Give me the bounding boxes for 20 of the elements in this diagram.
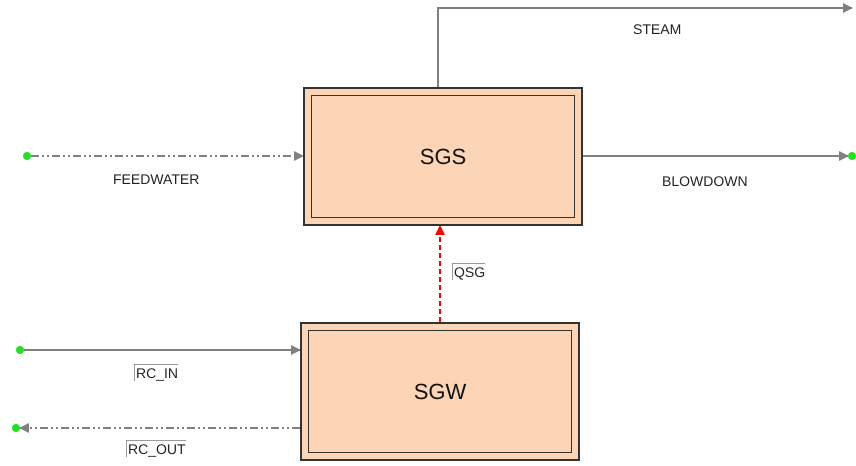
terminal-dot — [23, 152, 31, 160]
terminal-dot — [12, 424, 20, 432]
process-block — [300, 322, 580, 461]
edge-label: RC_IN — [134, 364, 178, 381]
block-label: SGW — [414, 378, 466, 404]
edge-label: QSG — [452, 263, 486, 280]
block-label: SGS — [420, 144, 466, 170]
edge-label: RC_OUT — [126, 440, 186, 457]
process-block — [303, 87, 583, 226]
flow-arrow — [437, 3, 853, 87]
flow-arrow — [435, 225, 445, 322]
flow-arrow — [24, 345, 301, 355]
terminal-dot — [16, 346, 24, 354]
edge-label: FEEDWATER — [113, 171, 200, 187]
terminal-dot — [848, 152, 856, 160]
flow-arrow — [19, 423, 300, 433]
flow-arrow — [583, 151, 849, 161]
edge-label: STEAM — [633, 21, 682, 37]
flow-arrow — [31, 151, 304, 161]
edge-label: BLOWDOWN — [662, 173, 748, 189]
